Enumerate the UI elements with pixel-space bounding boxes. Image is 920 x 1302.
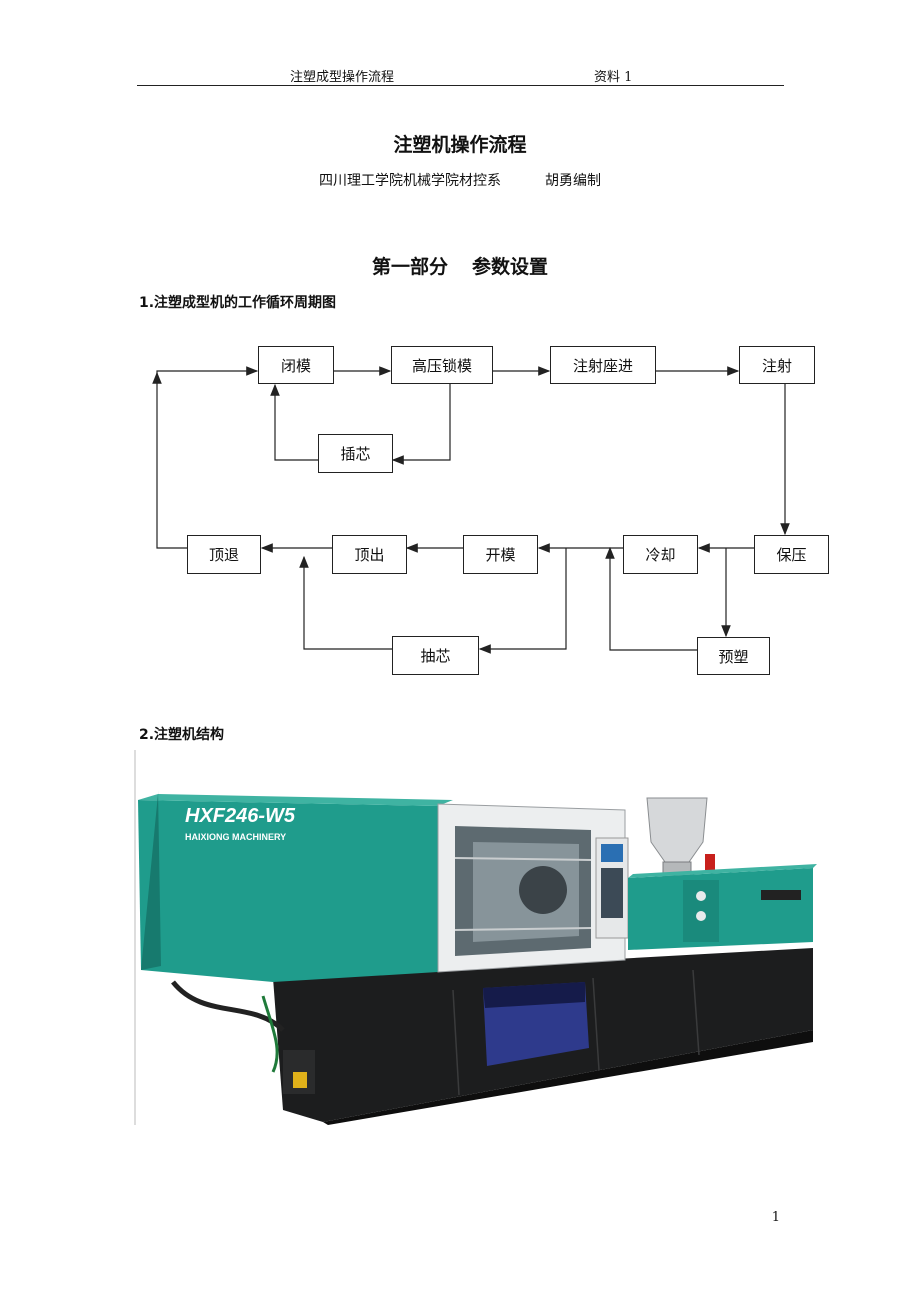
edge-corein-to-close: [270, 383, 318, 461]
edge-retract-to-close: [156, 366, 259, 549]
flow-box-nozzle-forward: 注射座进: [550, 346, 656, 384]
flow-box-hold-pressure: 保压: [754, 535, 829, 574]
flow-box-eject-retract: 顶退: [187, 535, 261, 574]
cycle-flow-diagram: [152, 366, 790, 654]
part-name: 参数设置: [472, 256, 549, 278]
flow-box-eject: 顶出: [332, 535, 407, 574]
machine-brand-label: HAIXIONG MACHINERY: [185, 832, 286, 842]
flow-box-open-mold: 开模: [463, 535, 538, 574]
page-title: 注塑机操作流程: [393, 134, 527, 156]
page-number: 1: [771, 1210, 780, 1225]
edge-plasticize-to-main: [605, 546, 697, 651]
section-heading-cycle: 1.注塑成型机的工作循环周期图: [139, 295, 337, 311]
flow-box-high-pressure-lock: 高压锁模: [391, 346, 493, 384]
edge-main-to-corepull: [478, 548, 567, 654]
header-doc-ref: 资料 1: [594, 70, 633, 85]
section-heading-structure: 2.注塑机结构: [139, 727, 225, 743]
flow-box-core-pull: 抽芯: [392, 636, 479, 675]
header-doc-title: 注塑成型操作流程: [290, 70, 395, 85]
flow-box-inject: 注射: [739, 346, 815, 384]
edge-lock-to-corein: [391, 384, 451, 465]
author-line: 四川理工学院机械学院材控系 胡勇编制: [0, 170, 920, 190]
injection-machine-illustration: HXF246-W5 HAIXIONG MACHINERY: [134, 750, 817, 1125]
flow-box-close-mold: 闭模: [258, 346, 334, 384]
flow-box-cooling: 冷却: [623, 535, 698, 574]
edge-corepull-to-eject: [299, 555, 392, 650]
part-heading: 第一部分 参数设置: [0, 252, 920, 279]
flow-box-core-in: 插芯: [318, 434, 393, 473]
author-dept: 四川理工学院机械学院材控系: [319, 173, 501, 189]
header-rule: [137, 85, 784, 86]
flow-box-plasticize: 预塑: [697, 637, 770, 675]
part-label: 第一部分: [371, 256, 448, 278]
author-name: 胡勇编制: [545, 173, 601, 189]
machine-model-label: HXF246-W5: [185, 805, 296, 827]
